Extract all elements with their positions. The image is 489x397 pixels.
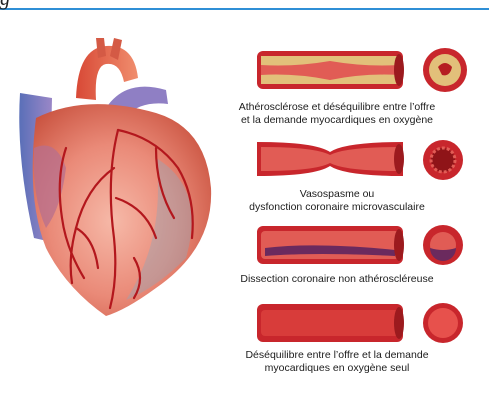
caption-line: Athérosclérose et déséquilibre entre l’o… — [212, 101, 462, 114]
header-text-fragment: g — [0, 0, 10, 11]
caption-line: myocardiques en oxygène seul — [212, 362, 462, 375]
cross-section-atherosclerosis — [420, 45, 470, 95]
caption-line: Vasospasme ou — [212, 188, 462, 201]
cross-section-dissection — [420, 222, 466, 268]
vessel-dissection — [255, 222, 405, 268]
caption-line: et la demande myocardiques en oxygène — [212, 114, 462, 127]
caption-atherosclerosis: Athérosclérose et déséquilibre entre l’o… — [212, 101, 462, 127]
vessel-imbalance — [255, 300, 405, 346]
top-divider-line — [0, 8, 489, 10]
heart-illustration — [6, 38, 221, 318]
cross-section-vasospasm — [420, 137, 466, 183]
vessel-atherosclerosis — [255, 47, 405, 93]
caption-dissection: Dissection coronaire non athéroscléreuse — [212, 273, 462, 286]
caption-vasospasm: Vasospasme ou dysfonction coronaire micr… — [212, 188, 462, 214]
caption-line: Dissection coronaire non athéroscléreuse — [212, 273, 462, 286]
caption-line: Déséquilibre entre l’offre et la demande — [212, 349, 462, 362]
caption-line: dysfonction coronaire microvasculaire — [212, 201, 462, 214]
vessel-vasospasm — [255, 136, 405, 182]
caption-imbalance: Déséquilibre entre l’offre et la demande… — [212, 349, 462, 375]
cross-section-imbalance — [420, 300, 466, 346]
